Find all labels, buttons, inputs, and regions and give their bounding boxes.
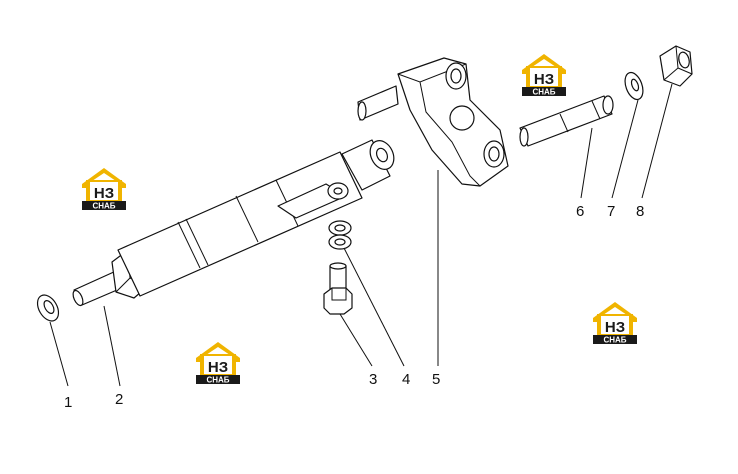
part-2-injector [72, 139, 395, 307]
watermark-logo: НЗ СНАБ [522, 54, 566, 97]
callout-5: 5 [432, 371, 440, 388]
watermark-logo: НЗ СНАБ [196, 342, 240, 385]
part-3-bolt [323, 262, 353, 315]
svg-text:НЗ: НЗ [94, 185, 114, 202]
leader-lines [49, 83, 673, 387]
leader-3 [339, 313, 373, 367]
watermark-logo: НЗ СНАБ [82, 168, 126, 211]
svg-text:НЗ: НЗ [534, 71, 554, 88]
svg-text:НЗ: НЗ [605, 319, 625, 336]
part-1-washer [36, 294, 60, 322]
leader-2 [103, 305, 121, 387]
leader-1 [49, 321, 69, 387]
callout-1: 1 [64, 394, 72, 411]
watermark-logo: НЗ СНАБ [593, 302, 637, 345]
callout-3: 3 [369, 371, 377, 388]
svg-text:СНАБ: СНАБ [532, 88, 555, 97]
callout-6: 6 [576, 203, 584, 220]
part-5-clamp [357, 57, 509, 187]
callout-8: 8 [636, 203, 644, 220]
callout-7: 7 [607, 203, 615, 220]
leader-4 [343, 247, 405, 367]
svg-text:СНАБ: СНАБ [92, 202, 115, 211]
part-4-washers [328, 220, 352, 250]
part-8-nut [659, 45, 693, 87]
leader-8 [641, 83, 673, 199]
svg-text:СНАБ: СНАБ [206, 376, 229, 385]
leader-7 [611, 99, 639, 199]
svg-text:НЗ: НЗ [208, 359, 228, 376]
callout-4: 4 [402, 371, 410, 388]
leader-6 [580, 127, 593, 199]
callout-2: 2 [115, 391, 123, 408]
svg-text:СНАБ: СНАБ [603, 336, 626, 345]
part-7-washer [624, 71, 644, 101]
part-6-stud [519, 95, 614, 147]
